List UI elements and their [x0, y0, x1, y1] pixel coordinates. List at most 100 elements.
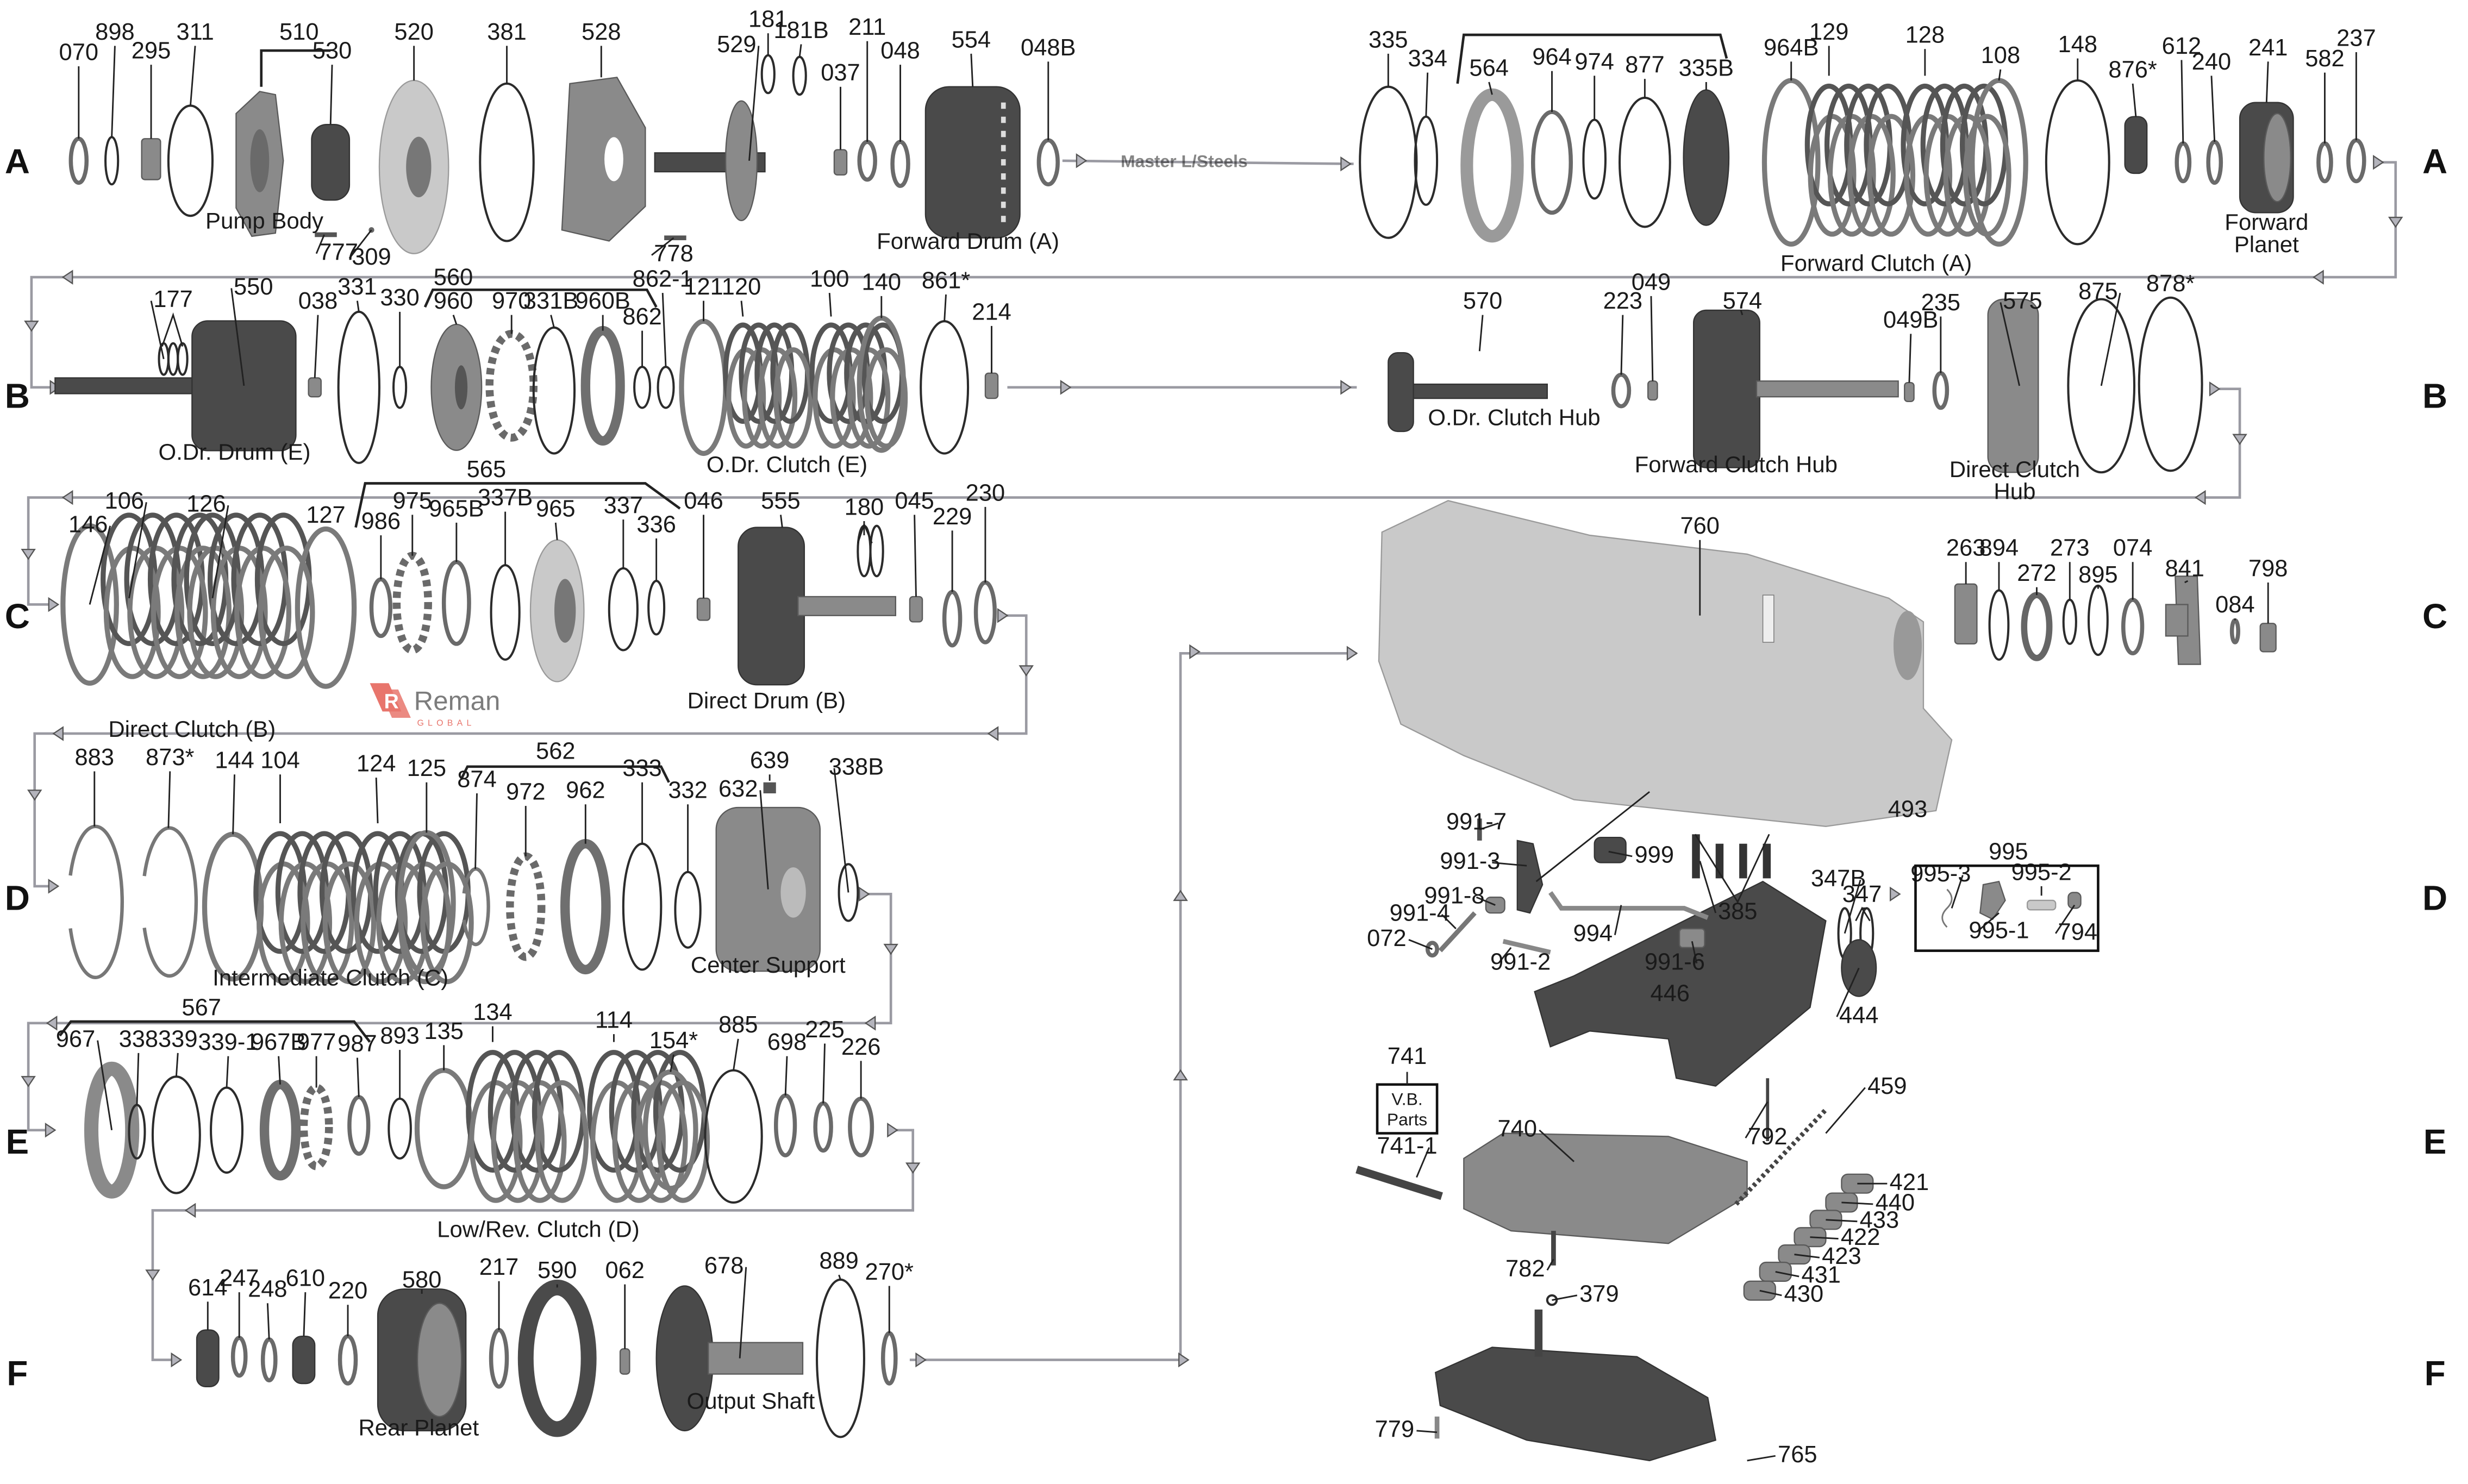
leader-line	[1479, 822, 1499, 831]
o-ring-icon	[388, 1097, 412, 1160]
bearing-icon	[909, 596, 923, 623]
planet-face-icon	[416, 1303, 463, 1418]
flow-arrow-icon	[987, 726, 999, 741]
assembly-caption: Pump Body	[205, 208, 323, 233]
part-number-label: 421	[1890, 1169, 1929, 1195]
leader-line	[189, 46, 196, 106]
planet-face-icon	[2263, 112, 2291, 203]
part-number-label: 248	[248, 1276, 287, 1303]
bearing-icon	[141, 138, 161, 180]
flow-arrow-icon	[1889, 886, 1901, 902]
leader-line	[1408, 939, 1433, 950]
o-ring-icon	[647, 580, 666, 636]
assembly-caption: Rear Planet	[358, 1415, 479, 1441]
leader-line	[278, 1056, 281, 1085]
part-number-label: 582	[2305, 46, 2344, 72]
flow-arrow-icon	[61, 490, 73, 505]
row-letter: A	[5, 142, 30, 181]
flow-arrow-icon	[915, 1352, 927, 1368]
o-ring-icon	[1359, 85, 1418, 239]
part-number-label: 100	[810, 266, 849, 292]
fill-tube-icon	[1534, 1309, 1543, 1357]
part-number-label: 049	[1632, 269, 1671, 295]
sleeve-pin-icon	[1692, 834, 1700, 879]
part-number-label: 114	[595, 1007, 633, 1034]
part-number-label: 960	[434, 288, 473, 314]
oil-pan-icon	[1434, 1347, 1717, 1462]
seal-ring-icon	[167, 342, 179, 376]
part-number-label: 991-4	[1390, 900, 1450, 926]
leader-line	[944, 294, 947, 322]
assembly-caption: O.Dr. Drum (E)	[159, 439, 311, 465]
leader-line	[2100, 292, 2121, 386]
flow-line	[27, 387, 2241, 606]
o-ring-icon	[838, 863, 859, 922]
o-ring-icon	[633, 366, 652, 409]
part-number-label: 991-8	[1424, 883, 1484, 909]
part-number-label: 337	[604, 493, 643, 519]
snap-ring-icon	[462, 867, 490, 947]
part-number-label: 272	[2017, 560, 2056, 586]
clutch-plate-icon	[202, 831, 264, 982]
stator-housing-icon	[561, 77, 646, 242]
assembly-caption: Forward Drum (A)	[877, 228, 1059, 254]
part-number-label: 894	[1979, 535, 2019, 561]
part-number-label: 038	[298, 288, 338, 314]
part-number-label: 347B	[1811, 866, 1866, 892]
forward-hub-shaft-icon	[1755, 380, 1899, 398]
detent-link-icon	[1502, 939, 1551, 955]
leader-line	[266, 1303, 270, 1340]
flow-arrow-icon	[2194, 490, 2206, 505]
assembly-caption: O.Dr. Clutch (E)	[707, 452, 867, 477]
part-number-label: 564	[1469, 55, 1508, 81]
leader-line	[356, 300, 360, 312]
part-number-label: 336	[636, 511, 676, 537]
flow-arrow-icon	[48, 597, 60, 612]
leader-line	[1841, 1201, 1873, 1205]
leader-line	[822, 1043, 826, 1104]
sleeve-pin-icon	[1763, 843, 1771, 879]
part-number-label: 140	[862, 269, 901, 295]
part-number-label: 794	[2058, 919, 2097, 945]
parking-pawl-block-icon	[1594, 836, 1627, 863]
leader-line	[2184, 580, 2189, 584]
leader-line	[128, 502, 147, 599]
leader-line	[1908, 334, 1912, 383]
part-number-label: 045	[895, 488, 934, 514]
piston-bore-icon	[454, 365, 468, 410]
part-number-label: 128	[1905, 22, 1945, 48]
row-letter: B	[5, 376, 30, 415]
clutch-steel-icon	[726, 347, 766, 449]
group-leader	[161, 312, 184, 347]
leader-line	[1794, 1254, 1820, 1258]
leader-line	[2265, 61, 2269, 103]
part-number-label: 991-2	[1490, 949, 1551, 975]
leader-line	[1552, 1294, 1578, 1301]
part-number-label: 330	[380, 285, 419, 311]
part-number-label: 273	[2050, 535, 2089, 561]
o-ring-icon	[337, 310, 380, 464]
part-number-label: 084	[2215, 592, 2254, 618]
gear-icon	[196, 1329, 220, 1387]
leader-line	[550, 315, 555, 328]
leader-line	[1745, 1101, 1769, 1139]
flow-line	[33, 614, 1028, 888]
part-number-label: 510	[279, 19, 318, 45]
leader-line	[230, 288, 245, 386]
part-number-label: 841	[2165, 555, 2204, 581]
part-number-label: 779	[1375, 1417, 1414, 1443]
leader-line	[1614, 905, 1622, 935]
assembly-caption: Output Shaft	[687, 1388, 815, 1413]
drum-slot-icon	[1001, 130, 1006, 137]
o-ring-icon	[1582, 118, 1607, 200]
part-number-label: 614	[188, 1275, 227, 1301]
clutch-steel-icon	[258, 546, 315, 679]
flow-arrow-icon	[2373, 154, 2384, 170]
leader-line	[661, 293, 667, 367]
washer-icon	[68, 136, 89, 185]
leader-line	[784, 1056, 788, 1096]
drum-slot-icon	[1001, 159, 1006, 166]
part-number-label: 964B	[1764, 35, 1819, 61]
odr-shaft-icon	[54, 377, 205, 395]
